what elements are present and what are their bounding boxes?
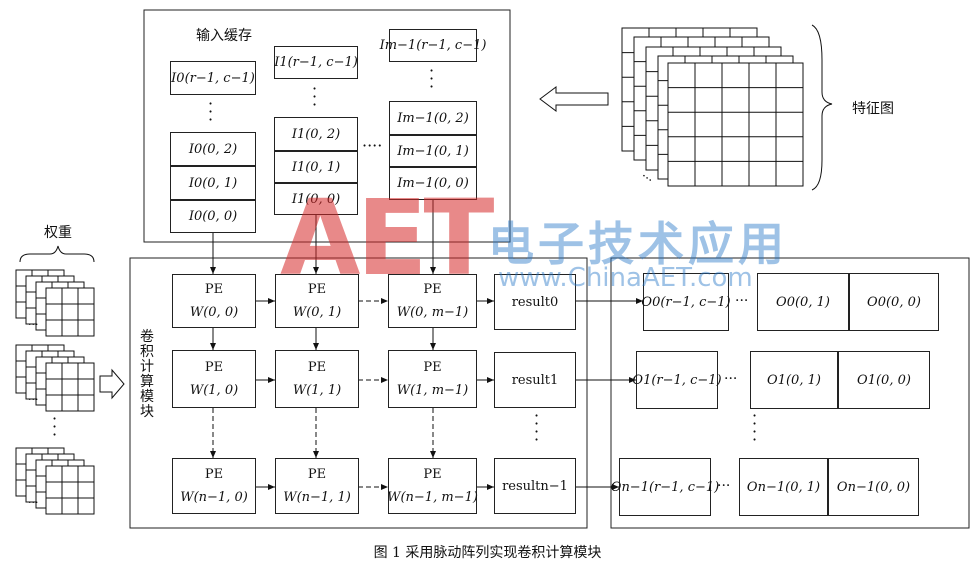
- weights-dots: ···: [52, 409, 58, 444]
- watermark-chinese: 电子技术应用: [488, 217, 788, 271]
- feature-map-layer: [667, 62, 804, 187]
- feature-map-label: 特征图: [852, 101, 894, 117]
- input-buffer-title: 输入缓存: [196, 28, 252, 44]
- output-dots: ···: [735, 293, 749, 309]
- buffer-col1-cell: I1(0, 0): [274, 183, 358, 215]
- buffer-col1-top: I1(r−1, c−1): [274, 46, 358, 79]
- output-dots: ···: [717, 478, 731, 494]
- result-box: result1: [494, 352, 576, 408]
- input-buffer-frame: [143, 9, 511, 243]
- buffer-col2-dots: ···: [429, 61, 435, 96]
- output-cell: O1(0, 0): [838, 351, 930, 409]
- buffer-col2-cell: Im−1(0, 1): [389, 135, 477, 167]
- buffer-col0-cell: I0(0, 2): [170, 132, 256, 166]
- buffer-col1-cell: I1(0, 1): [274, 151, 358, 183]
- kernel-dots: ···: [28, 496, 39, 509]
- weight-kernel-layer: [45, 362, 95, 412]
- weight-kernel-layer: [45, 465, 95, 515]
- output-cell: O0(0, 1): [757, 273, 849, 331]
- weights-brace: [19, 245, 95, 263]
- buffer-col1-cell: I1(0, 2): [274, 117, 358, 151]
- buffer-col0-top: I0(r−1, c−1): [170, 61, 256, 95]
- output-cell: On−1(0, 0): [828, 458, 919, 516]
- result-dots: ····: [534, 406, 540, 449]
- kernel-dots: ···: [28, 318, 39, 331]
- output-cell: O1(r−1, c−1): [632, 351, 722, 409]
- buffer-col2-cell: Im−1(0, 0): [389, 167, 477, 200]
- output-cell: O1(0, 1): [750, 351, 838, 409]
- weight-kernel-layer: [45, 287, 95, 337]
- buffer-col2-top: Im−1(r−1, c−1): [380, 29, 486, 62]
- buffer-col2-cell: Im−1(0, 2): [389, 101, 477, 135]
- watermark-url: www.ChinaAET.com: [498, 263, 753, 293]
- feature-map-brace: [811, 24, 833, 191]
- buffer-col0-cell: I0(0, 1): [170, 166, 256, 200]
- output-cell: On−1(r−1, c−1): [611, 458, 719, 516]
- output-cell: O0(0, 0): [849, 273, 939, 331]
- output-frame: [610, 257, 970, 529]
- output-vertical-dots: ····: [752, 406, 758, 449]
- output-dots: ···: [724, 371, 738, 387]
- output-cell: O0(r−1, c−1): [641, 273, 731, 331]
- result-box: resultn−1: [494, 458, 576, 514]
- buffer-col1-dots: ···: [312, 79, 318, 114]
- buffer-col0-cell: I0(0, 0): [170, 200, 256, 233]
- kernel-dots: ···: [28, 393, 39, 406]
- figure-caption: 图 1 采用脉动阵列实现卷积计算模块: [373, 545, 602, 561]
- weights-label: 权重: [44, 225, 72, 241]
- conv-module-label: 卷积计 算模块: [140, 329, 154, 420]
- buffer-horizontal-dots: ····: [362, 136, 383, 155]
- weights-arrow: [99, 368, 125, 400]
- feature-map-dots: ···: [638, 169, 655, 187]
- conv-module-frame: [129, 257, 588, 529]
- watermark-logo: AET: [280, 177, 494, 299]
- feature-map-arrow: [539, 86, 609, 112]
- buffer-col0-dots: ···: [208, 94, 214, 129]
- result-box: result0: [494, 274, 576, 330]
- output-cell: On−1(0, 1): [739, 458, 828, 516]
